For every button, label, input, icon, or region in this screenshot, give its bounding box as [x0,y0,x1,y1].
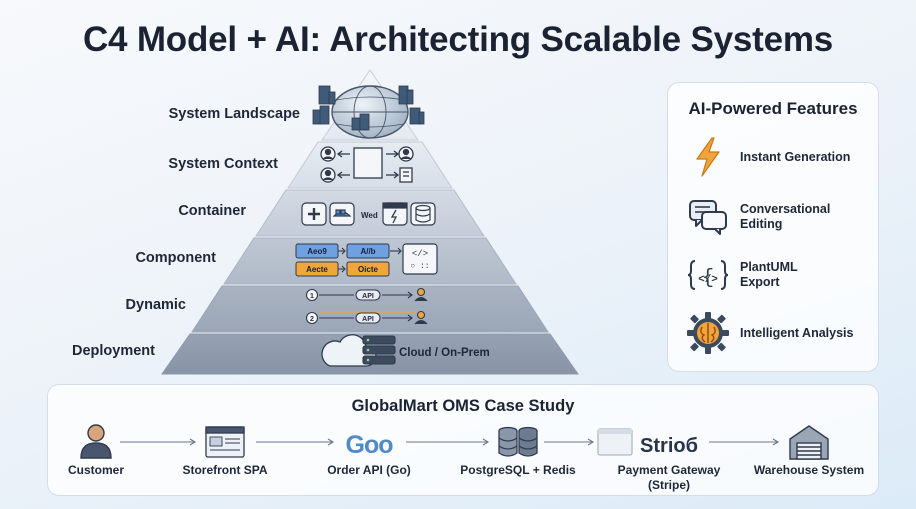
database-icon [498,426,538,457]
page-title: C4 Model + AI: Architecting Scalable Sys… [82,20,834,59]
chat-icon [689,200,727,235]
node-label-customer: Customer [67,463,124,477]
feature-plantuml-export-label: PlantUML Export [740,260,798,289]
feature-instant-generation: Instant Generation [682,135,872,181]
component-block-3-label: Aecte [306,265,328,274]
node-label-storefront-spa: Storefront SPA [182,463,268,477]
svg-text:○ ::: ○ :: [410,262,429,271]
svg-text:</>: </> [412,249,428,259]
ai-features-panel: AI-Powered Features Instant Generation C… [667,82,879,372]
feature-instant-generation-label: Instant Generation [740,149,851,164]
ai-features-heading: AI-Powered Features [688,99,858,118]
payment-card-icon [597,428,633,456]
person-icon [80,424,112,459]
layer-label-system-landscape: System Landscape [168,106,300,122]
browser-icon [205,426,245,458]
layer-label-container: Container [178,203,246,219]
server-rack-icon [362,335,396,365]
node-label-postgresql-redis: PostgreSQL + Redis [460,463,576,477]
pyramid-layer-dynamic [191,285,549,333]
node-label-warehouse-system: Warehouse System [753,463,865,477]
deployment-label: Cloud / On-Prem [399,347,490,359]
case-study-heading: GlobalMart OMS Case Study [351,397,575,415]
code-braces-icon: { </> [687,260,729,290]
dynamic-api-label-1: API [362,293,374,300]
feature-intelligent-analysis-label: Intelligent Analysis [740,325,854,340]
component-block-1-label: Aeo9 [307,247,327,256]
flow-arrows [120,438,780,446]
case-study-panel: GlobalMart OMS Case Study Goo [47,384,879,496]
component-block-2-label: A//b [360,247,375,256]
layer-label-system-context: System Context [168,156,278,172]
brain-gear-icon [687,312,729,354]
system-context-diagram-icon [320,146,414,183]
dynamic-step-2: 2 [310,316,314,323]
svg-text:{: { [702,267,714,290]
stripe-logo: Strioб [640,435,698,457]
lightning-icon [696,137,720,177]
feature-conversational-editing: Conversational Editing [682,195,872,241]
layer-label-component: Component [135,250,216,266]
layer-label-deployment: Deployment [72,343,155,359]
warehouse-icon [789,425,829,460]
container-icons [301,202,436,226]
svg-text:</>: </> [698,274,718,286]
component-blocks: </> ○ :: [295,243,438,277]
feature-plantuml-export: { </> PlantUML Export [682,253,872,299]
go-logo: Goo [346,431,394,459]
dynamic-api-label-2: API [362,316,374,323]
node-label-order-api: Order API (Go) [327,463,411,477]
layer-label-dynamic: Dynamic [125,297,186,313]
container-web-label: Wed [361,211,378,220]
c4-pyramid: Wed </> ○ :: Aeo9 A//b Aecte Oicte 1 2 A… [161,69,579,375]
component-block-4-label: Oicte [358,265,379,274]
feature-intelligent-analysis: Intelligent Analysis [682,311,872,357]
dynamic-sequence [305,287,428,325]
case-study-flow: Goo Strioб [80,424,829,460]
dynamic-step-1: 1 [310,293,314,300]
building-icon [312,85,425,131]
node-label-payment-gateway: Payment Gateway (Stripe) [617,463,721,492]
globe-icon [331,85,409,139]
feature-conversational-editing-label: Conversational Editing [740,202,831,231]
